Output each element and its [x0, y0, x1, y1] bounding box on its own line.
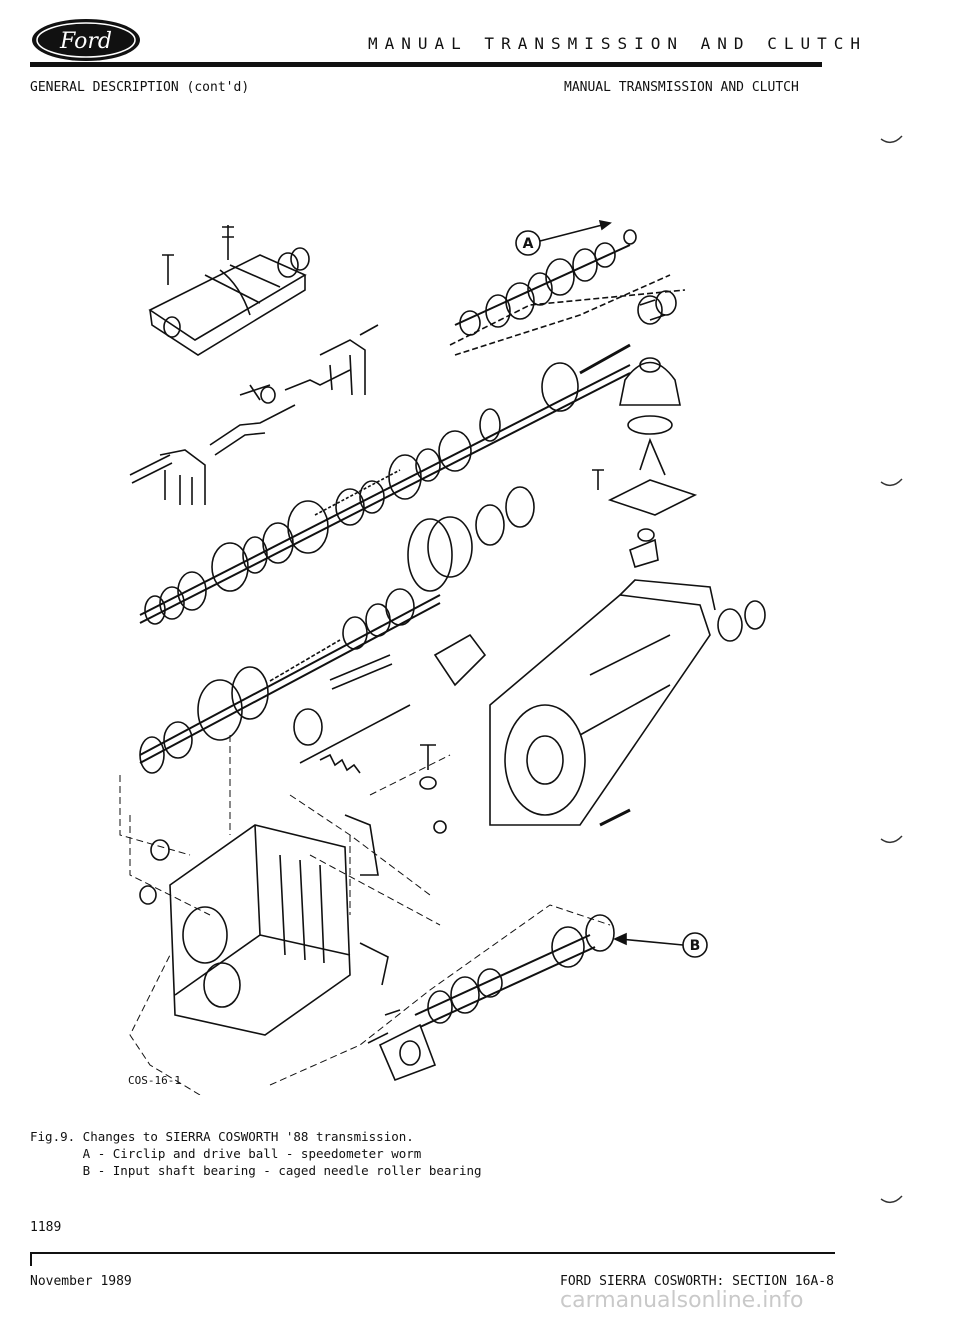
main-gear-train — [139, 343, 631, 625]
gear-lever-housing — [592, 357, 698, 569]
header-rule — [30, 62, 822, 67]
transmission-case — [139, 814, 389, 1036]
assembly-guides — [119, 735, 611, 1095]
input-shaft-assembly — [367, 914, 615, 1082]
watermark: carmanualsonline.info — [560, 1288, 804, 1313]
margin-mark — [880, 135, 903, 144]
callout-b: B — [613, 932, 708, 958]
extension-housing — [489, 579, 766, 827]
selector-shaft — [293, 633, 487, 834]
margin-mark — [880, 478, 903, 487]
callout-b-label: B — [690, 938, 701, 954]
figure-caption: Fig.9. Changes to SIERRA COSWORTH '88 tr… — [30, 1128, 482, 1179]
margin-mark — [880, 835, 903, 844]
ford-logo: Ford — [32, 19, 140, 61]
footer-date: November 1989 — [30, 1274, 132, 1289]
running-title: MANUAL TRANSMISSION AND CLUTCH — [368, 34, 867, 53]
page-number: 1189 — [30, 1220, 62, 1235]
upper-shaft-assembly — [449, 229, 686, 356]
shift-forks — [129, 324, 379, 505]
footer-rule — [30, 1252, 835, 1254]
caption-line-a: A - Circlip and drive ball - speedometer… — [30, 1146, 422, 1161]
callout-a-label: A — [523, 236, 534, 252]
footer-rule-tick — [30, 1252, 32, 1266]
margin-mark — [880, 1195, 903, 1204]
section-title-right: MANUAL TRANSMISSION AND CLUTCH — [564, 80, 799, 95]
footer-section: FORD SIERRA COSWORTH: SECTION 16A-8 — [560, 1274, 834, 1289]
callout-a: A — [515, 219, 612, 256]
exploded-transmission-diagram: A B — [119, 219, 766, 1095]
top-cover — [148, 225, 310, 356]
ford-logo-text: Ford — [59, 29, 112, 54]
caption-line-b: B - Input shaft bearing - caged needle r… — [30, 1163, 482, 1178]
figure-code: COS-16-1 — [128, 1074, 181, 1087]
countershaft — [139, 486, 535, 774]
section-title-left: GENERAL DESCRIPTION (cont'd) — [30, 80, 250, 95]
caption-line-title: Fig.9. Changes to SIERRA COSWORTH '88 tr… — [30, 1129, 414, 1144]
